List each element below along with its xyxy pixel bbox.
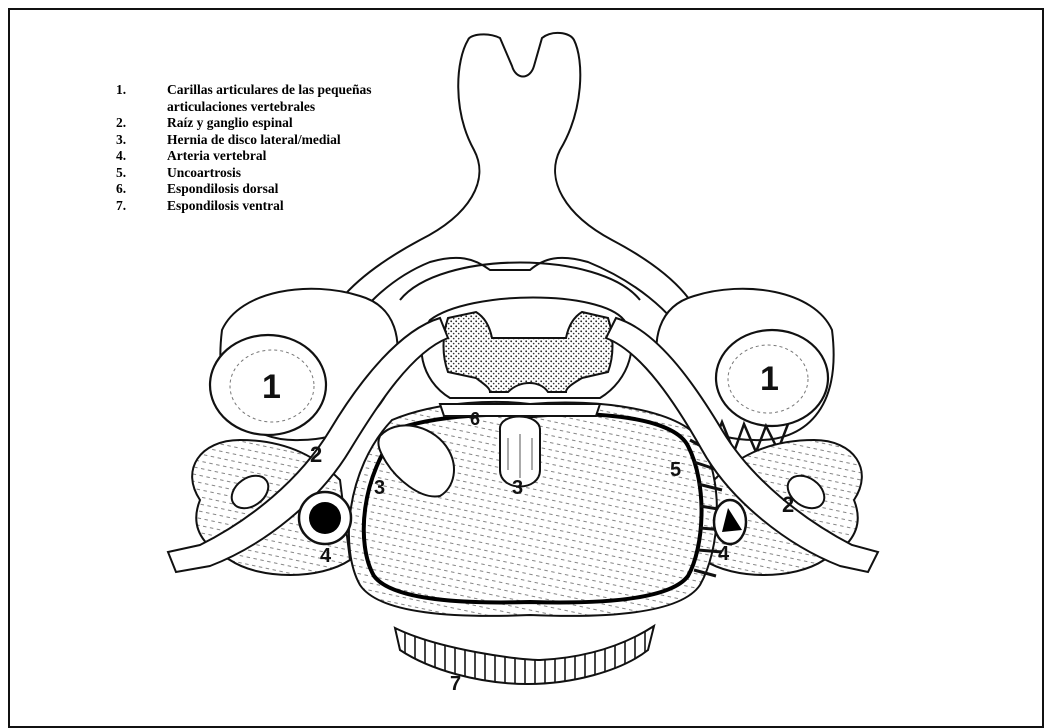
- label-root-right: 2: [782, 492, 794, 517]
- label-spondylosis-dorsal: 6: [470, 409, 480, 429]
- label-spondylosis-ventral: 7: [450, 673, 461, 695]
- label-hernia-medial: 3: [512, 477, 523, 499]
- label-artery-left: 4: [320, 545, 332, 567]
- artery-left: [309, 502, 341, 534]
- label-hernia-lateral: 3: [374, 477, 385, 499]
- label-facet-right: 1: [760, 360, 779, 398]
- label-facet-left: 1: [262, 368, 281, 406]
- ventral-osteophytes: [395, 626, 654, 684]
- label-root-left: 2: [310, 442, 322, 467]
- label-artery-right: 4: [718, 543, 730, 565]
- dorsal-osteophyte: [440, 404, 600, 416]
- label-uncoarthrosis: 5: [670, 459, 681, 481]
